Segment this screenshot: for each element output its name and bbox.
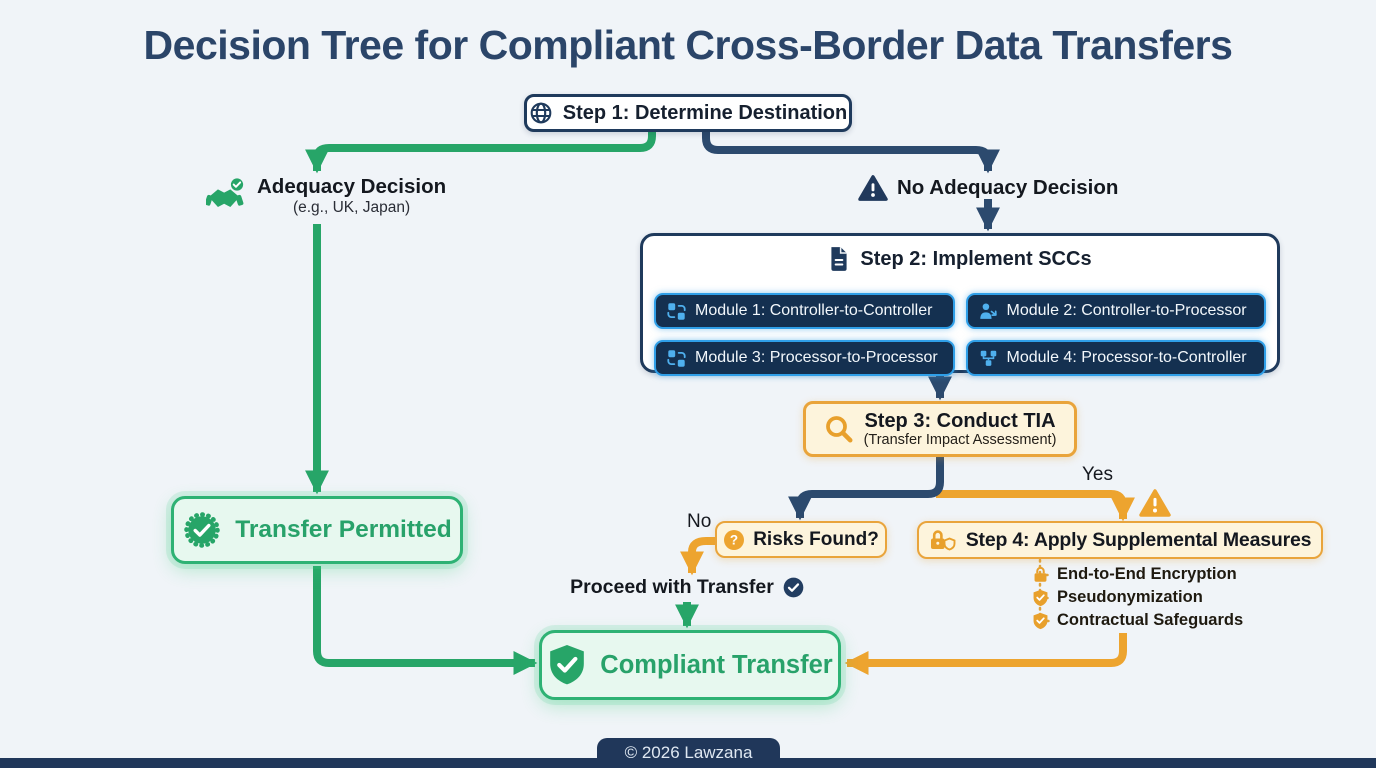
shield-check-icon [1032,612,1049,630]
edge-step3-risks [788,456,944,521]
lock-shield-icon [929,528,956,552]
measure-label: End-to-End Encryption [1057,565,1237,583]
transfer-permitted-box: Transfer Permitted [171,496,463,564]
module-3-button[interactable]: Module 3: Processor-to-Processor [654,340,955,376]
warning-triangle-icon [858,174,888,202]
measure-label: Pseudonymization [1057,588,1203,606]
proceed-label-row: Proceed with Transfer [557,575,817,599]
document-icon [828,246,850,272]
no-adequacy-label: No Adequacy Decision [897,176,1119,199]
circle-check-icon [783,577,804,598]
edge-step1-noadequacy [702,129,1000,174]
yes-edge-label: Yes [1082,464,1113,485]
edge-step1-adequacy [305,129,656,174]
step2-box: Step 2: Implement SCCs Module 1: Control… [640,233,1280,376]
measure-label: Contractual Safeguards [1057,611,1244,629]
page-title: Decision Tree for Compliant Cross-Border… [143,22,1233,68]
module-4-label: Module 4: Processor-to-Controller [1006,349,1247,366]
measure-item: Contractual Safeguards [1032,610,1243,631]
adequacy-branch: Adequacy Decision (e.g., UK, Japan) [206,175,446,217]
step3-box: Step 3: Conduct TIA (Transfer Impact Ass… [803,401,1077,457]
footer-tab: © 2026 Lawzana [597,738,780,768]
edge-no [680,537,715,576]
svg-text:?: ? [730,532,738,547]
risks-found-label: Risks Found? [753,528,879,550]
step4-box: Step 4: Apply Supplemental Measures [917,521,1323,559]
measure-item: End-to-End Encryption [1032,564,1243,585]
module-grid: Module 1: Controller-to-Controller Modul… [654,293,1266,376]
warning-triangle-icon [1139,488,1171,518]
edge-step4-compliant [844,633,1127,675]
transfer-permitted-label: Transfer Permitted [235,516,452,543]
badge-check-icon [182,510,222,550]
shield-check-icon [1032,589,1049,607]
risks-found-box: ? Risks Found? [715,521,887,558]
module-1-label: Module 1: Controller-to-Controller [695,302,933,319]
edge-permitted-compliant [313,566,538,675]
handshake-check-icon [206,176,248,216]
module-2-label: Module 2: Controller-to-Processor [1006,302,1247,319]
step3-title: Step 3: Conduct TIA [864,409,1056,432]
adequacy-subtitle: (e.g., UK, Japan) [292,199,411,216]
magnifier-icon [824,414,854,444]
edge-yes [936,490,1135,522]
footer-label: © 2026 Lawzana [624,743,753,762]
step1-label: Step 1: Determine Destination [562,101,848,124]
module-2-button[interactable]: Module 2: Controller-to-Processor [965,293,1266,329]
module-1-button[interactable]: Module 1: Controller-to-Controller [654,293,955,329]
step1-box: Step 1: Determine Destination [524,94,852,132]
step4-title: Step 4: Apply Supplemental Measures [965,528,1312,551]
globe-icon [529,101,553,125]
proceed-label: Proceed with Transfer [570,575,774,598]
shield-check-icon [547,643,587,687]
measures-list: End-to-End Encryption Pseudonymization C… [1032,564,1243,631]
step2-title: Step 2: Implement SCCs [860,247,1092,270]
no-edge-label: No [687,511,712,532]
module-3-label: Module 3: Processor-to-Processor [695,349,938,366]
no-adequacy-branch: No Adequacy Decision [858,174,1118,202]
org-blocks-icon [979,349,998,368]
module-4-button[interactable]: Module 4: Processor-to-Controller [965,340,1266,376]
compliant-transfer-label: Compliant Transfer [600,650,833,679]
question-circle-icon: ? [723,529,745,551]
step3-subtitle: (Transfer Impact Assessment) [863,432,1057,449]
measure-item: Pseudonymization [1032,587,1243,608]
user-arrow-icon [979,302,998,321]
adequacy-title: Adequacy Decision [257,175,447,198]
compliant-transfer-box: Compliant Transfer [539,630,841,700]
sync-arrows-icon [667,302,686,321]
sync-arrows-icon [667,349,686,368]
lock-icon [1032,566,1049,583]
